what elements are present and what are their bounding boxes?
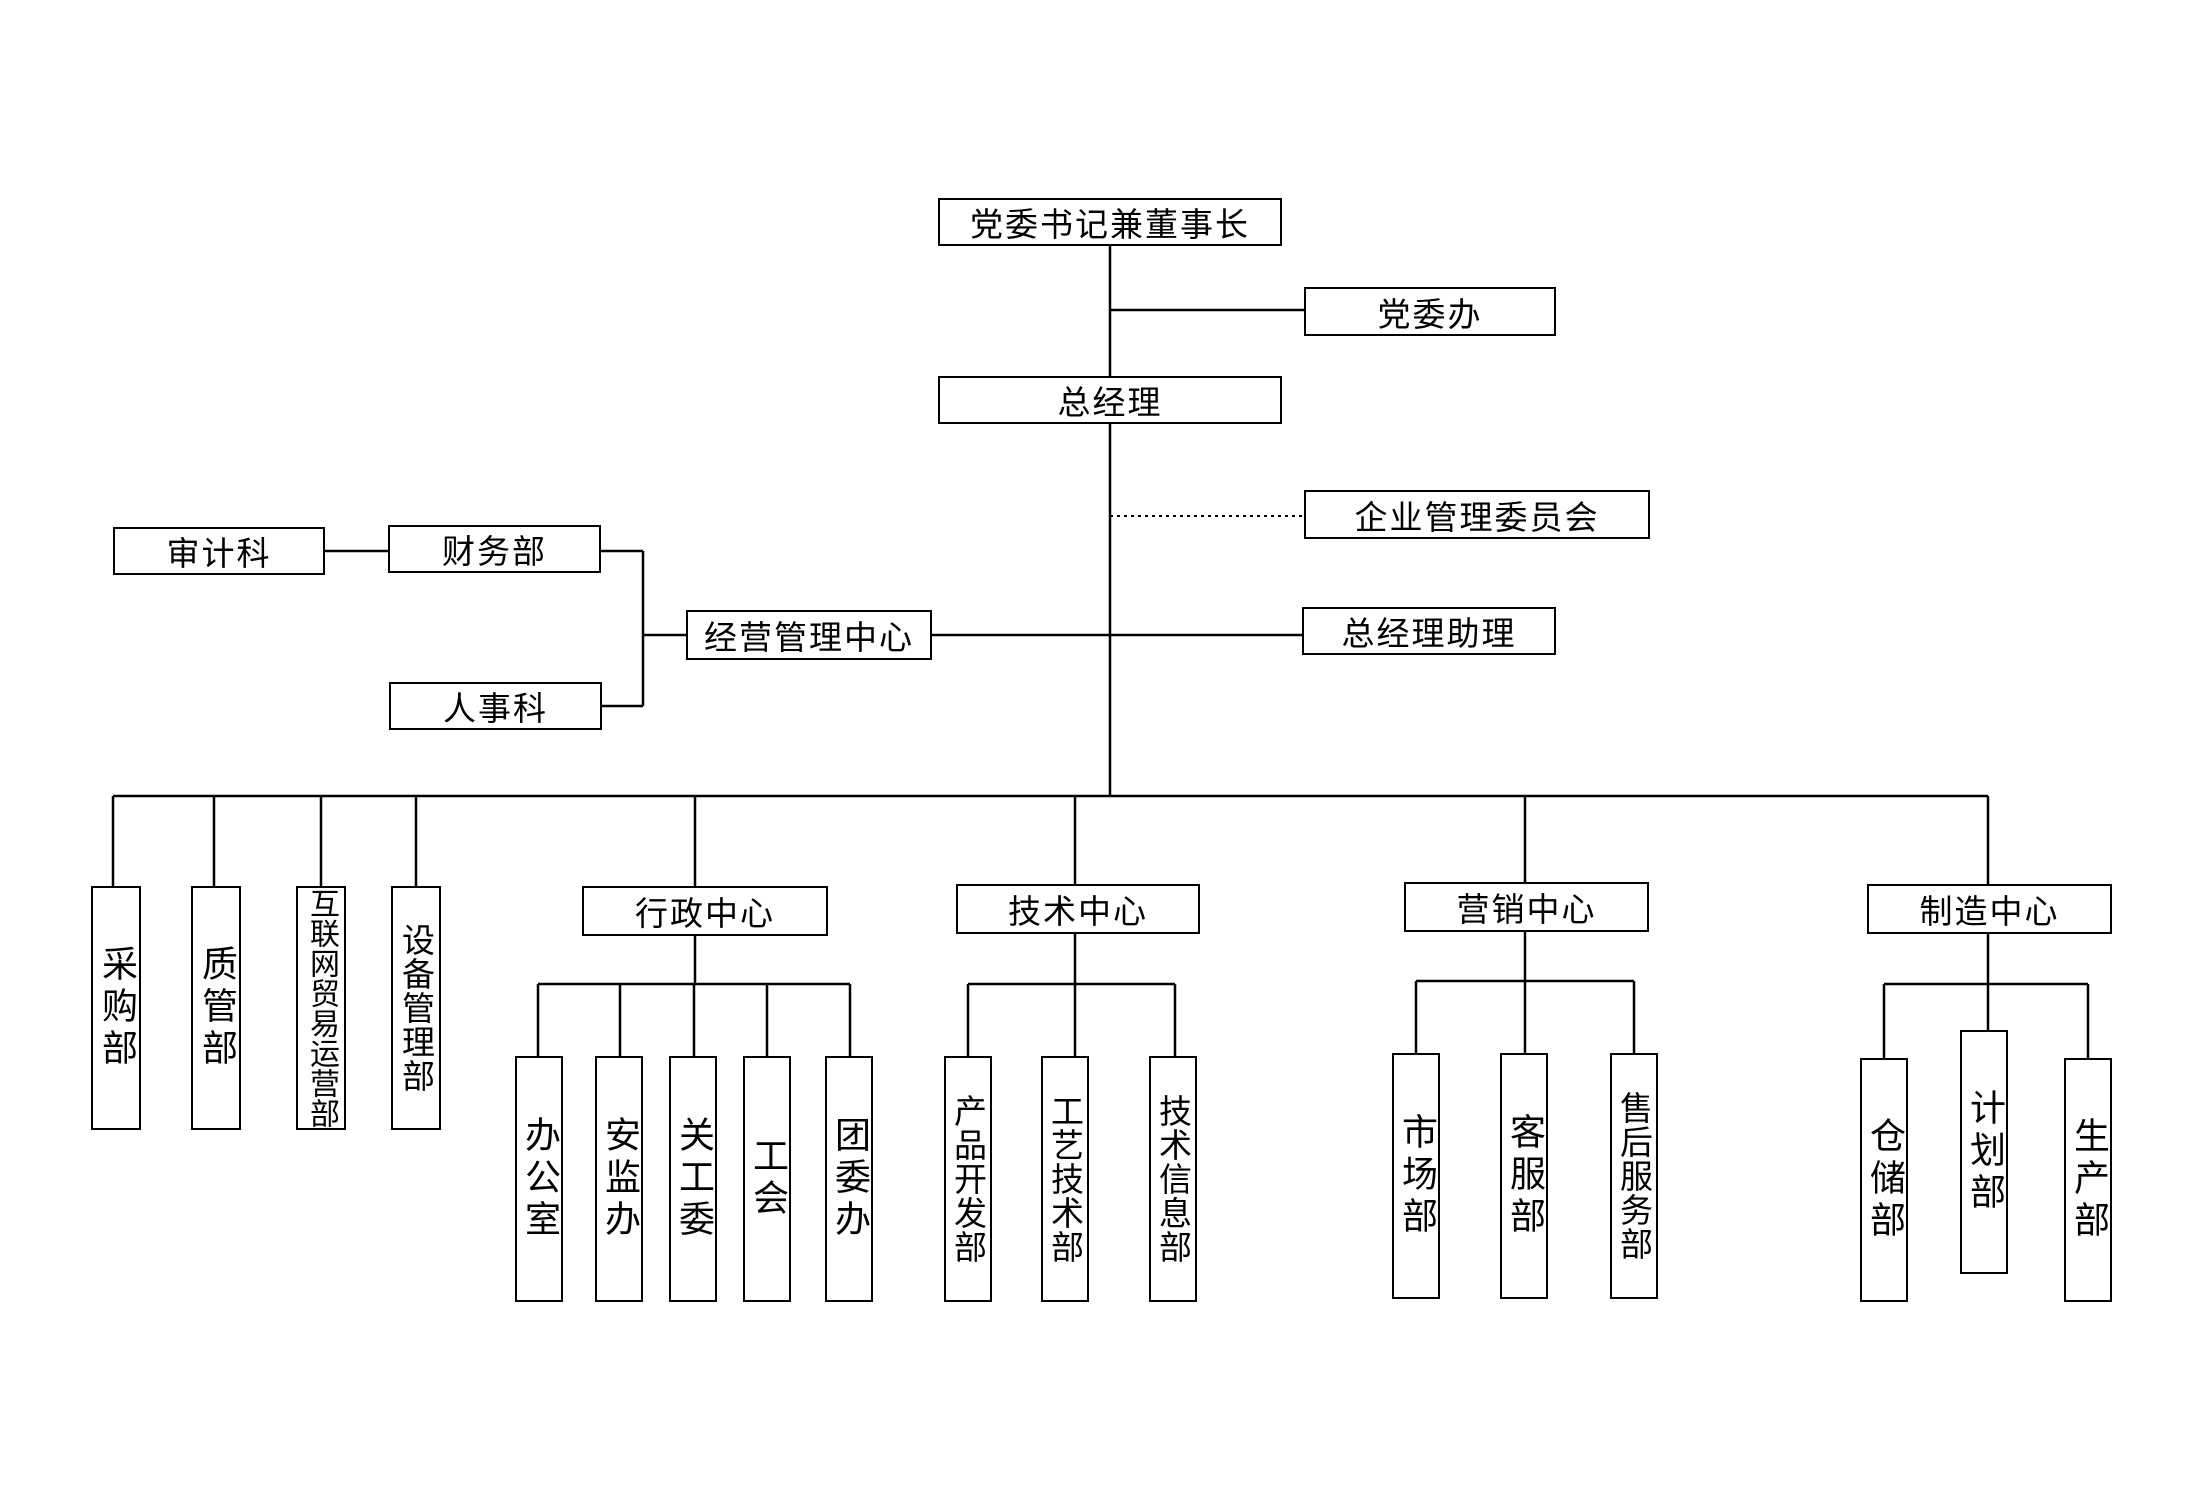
- node-marketing-center: 营销中心: [1404, 882, 1649, 932]
- node-manufacturing-child: 仓储部: [1860, 1058, 1908, 1302]
- node-quality: 质管部: [191, 886, 241, 1130]
- node-manufacturing-center: 制造中心: [1867, 884, 2112, 934]
- node-internet-trade: 互联网贸易运营部: [296, 886, 346, 1130]
- node-marketing-child: 客服部: [1500, 1053, 1548, 1299]
- node-manufacturing-child: 生产部: [2064, 1058, 2112, 1302]
- node-marketing-child: 售后服务部: [1610, 1053, 1658, 1299]
- node-admin-child: 关工委: [669, 1056, 717, 1302]
- node-tech-child: 产品开发部: [944, 1056, 992, 1302]
- node-marketing-child: 市场部: [1392, 1053, 1440, 1299]
- node-admin-child: 工会: [743, 1056, 791, 1302]
- node-admin-child: 团委办: [825, 1056, 873, 1302]
- node-admin-center: 行政中心: [582, 886, 828, 936]
- node-finance: 财务部: [388, 525, 601, 573]
- node-procurement: 采购部: [91, 886, 141, 1130]
- node-tech-child: 技术信息部: [1149, 1056, 1197, 1302]
- node-party-office: 党委办: [1304, 287, 1556, 336]
- node-audit: 审计科: [113, 527, 325, 575]
- node-manufacturing-child: 计划部: [1960, 1030, 2008, 1274]
- node-equipment: 设备管理部: [391, 886, 441, 1130]
- node-chairman: 党委书记兼董事长: [938, 198, 1282, 246]
- node-hr: 人事科: [389, 682, 602, 730]
- node-admin-child: 安监办: [595, 1056, 643, 1302]
- node-operations-center: 经营管理中心: [686, 610, 932, 660]
- node-admin-child: 办公室: [515, 1056, 563, 1302]
- node-tech-center: 技术中心: [956, 884, 1200, 934]
- node-gm-assistant: 总经理助理: [1302, 607, 1556, 655]
- node-general-manager: 总经理: [938, 376, 1282, 424]
- node-tech-child: 工艺技术部: [1041, 1056, 1089, 1302]
- node-management-committee: 企业管理委员会: [1304, 490, 1650, 539]
